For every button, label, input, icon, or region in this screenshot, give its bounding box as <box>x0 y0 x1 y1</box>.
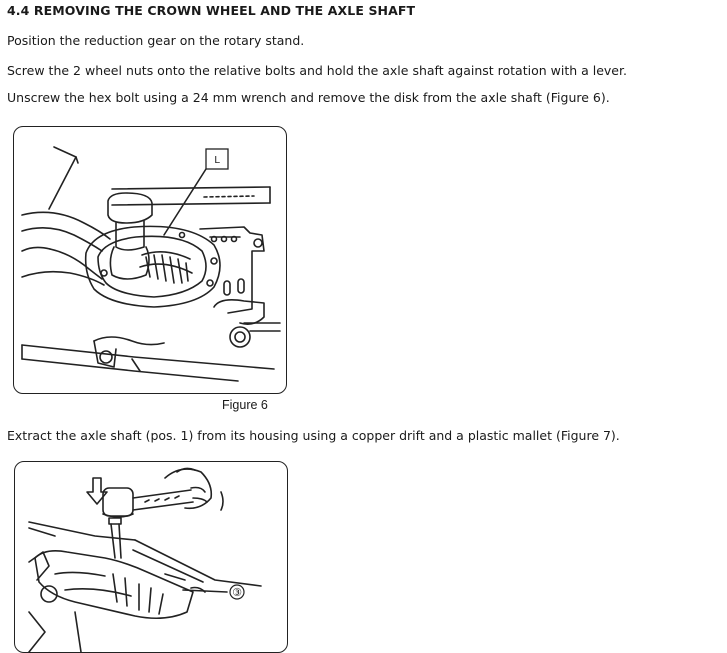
figure-7-callout-label: ③ <box>232 586 242 599</box>
section-heading: 4.4 REMOVING THE CROWN WHEEL AND THE AXL… <box>7 3 416 18</box>
paragraph-screw-nuts: Screw the 2 wheel nuts onto the relative… <box>7 63 627 78</box>
figure-6-callout-label: L <box>214 155 220 166</box>
paragraph-unscrew-bolt: Unscrew the hex bolt using a 24 mm wrenc… <box>7 90 610 105</box>
figure-7-illustration: ③ <box>14 461 288 653</box>
figure-7-callout-circle <box>229 584 245 600</box>
figure-6-callout-box <box>205 148 229 170</box>
figure-7-drawing: ③ <box>28 467 262 652</box>
paragraph-position-gear: Position the reduction gear on the rotar… <box>7 33 305 48</box>
figure-6-drawing: L <box>21 146 281 382</box>
figure-6-caption: Figure 6 <box>222 398 268 412</box>
figure-6-illustration: L <box>13 126 287 394</box>
document-page: 4.4 REMOVING THE CROWN WHEEL AND THE AXL… <box>7 3 627 653</box>
paragraph-extract-shaft: Extract the axle shaft (pos. 1) from its… <box>7 428 620 443</box>
